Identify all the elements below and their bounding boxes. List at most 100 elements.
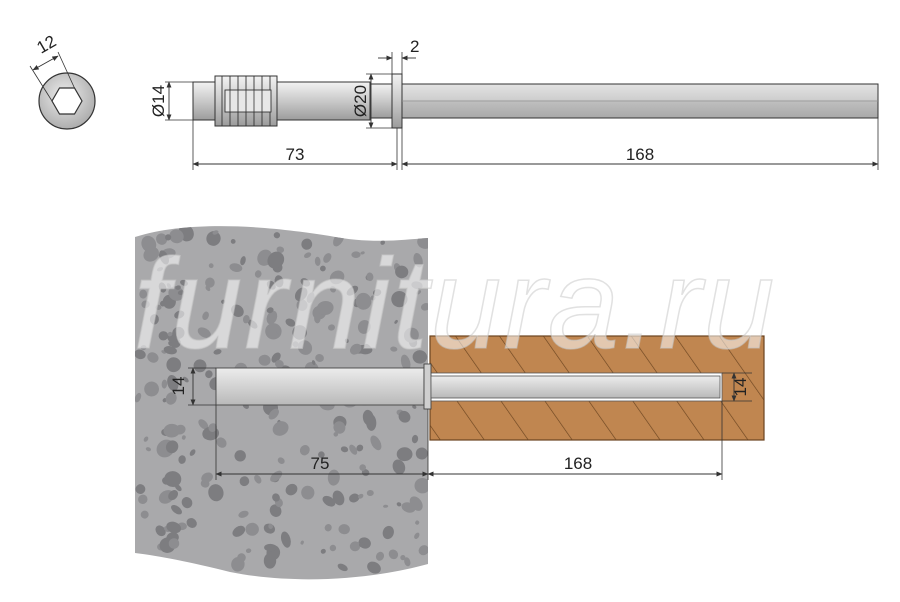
aggregate-spot xyxy=(316,300,334,316)
aggregate-spot xyxy=(158,331,169,341)
aggregate-spot xyxy=(245,548,252,554)
aggregate-spot xyxy=(403,327,419,343)
aggregate-spot xyxy=(367,561,381,574)
aggregate-spot xyxy=(135,349,146,360)
aggregate-spot xyxy=(165,440,179,454)
aggregate-spot xyxy=(346,285,359,296)
aggregate-spot xyxy=(201,472,213,483)
aggregate-spot xyxy=(359,542,365,548)
aggregate-spot xyxy=(178,455,186,464)
aggregate-spot xyxy=(168,490,179,501)
aggregate-spot xyxy=(337,563,348,572)
aggregate-spot xyxy=(268,408,279,420)
aggregate-spot xyxy=(269,504,282,517)
aggregate-spot xyxy=(254,270,262,278)
aggregate-spot xyxy=(396,447,413,462)
aggregate-spot xyxy=(274,275,284,288)
aggregate-spot xyxy=(147,352,159,363)
aggregate-spot xyxy=(135,392,142,403)
aggregate-spot xyxy=(245,522,259,536)
aggregate-spot xyxy=(275,359,284,369)
aggregate-spot xyxy=(202,311,209,321)
diameter-20-label: Ø20 xyxy=(351,85,370,117)
aggregate-spot xyxy=(140,510,149,519)
aggregate-spot xyxy=(231,304,244,317)
aggregate-spot xyxy=(338,524,350,535)
aggregate-spot xyxy=(292,341,299,348)
aggregate-spot xyxy=(164,471,182,487)
wall-hole-diameter-label: 14 xyxy=(169,377,188,396)
aggregate-spot xyxy=(171,504,182,515)
aggregate-spot xyxy=(208,263,214,269)
aggregate-spot xyxy=(359,464,367,471)
aggregate-spot xyxy=(139,289,148,299)
aggregate-spot xyxy=(320,265,326,272)
aggregate-spot xyxy=(400,554,406,561)
aggregate-spot xyxy=(175,285,181,290)
aggregate-spot xyxy=(301,238,313,250)
aggregate-spot xyxy=(329,270,345,285)
aggregate-spot xyxy=(145,447,152,452)
aggregate-spot xyxy=(143,436,149,442)
aggregate-spot xyxy=(138,494,148,504)
aggregate-spot xyxy=(304,252,312,259)
aggregate-spot xyxy=(266,307,274,314)
aggregate-spot xyxy=(380,240,385,245)
aggregate-spot xyxy=(306,292,315,303)
aggregate-spot xyxy=(166,521,182,534)
aggregate-spot xyxy=(375,551,385,561)
aggregate-spot xyxy=(322,495,336,507)
aggregate-spot xyxy=(141,300,150,309)
sleeve-tip xyxy=(192,81,216,121)
aggregate-spot xyxy=(320,548,326,554)
aggregate-spot xyxy=(370,295,376,301)
aggregate-spot xyxy=(266,310,278,325)
aggregate-spot xyxy=(300,278,311,287)
aggregate-spot xyxy=(388,549,399,560)
aggregate-spot xyxy=(272,421,289,436)
aggregate-spot xyxy=(366,272,374,282)
aggregate-spot xyxy=(197,327,211,338)
aggregate-spot xyxy=(358,493,364,499)
rod-length-label: 168 xyxy=(626,145,654,164)
aggregate-spot xyxy=(366,489,374,497)
aggregate-spot xyxy=(292,325,307,340)
aggregate-spot xyxy=(238,510,249,518)
aggregate-spot xyxy=(198,419,209,430)
aggregate-spot xyxy=(205,277,215,288)
aggregate-spot xyxy=(390,346,398,352)
aggregate-spot xyxy=(398,410,411,423)
sleeve-slot xyxy=(224,89,272,113)
aggregate-spot xyxy=(234,450,246,462)
aggregate-spot xyxy=(400,354,411,371)
aggregate-spot xyxy=(383,504,389,508)
aggregate-spot xyxy=(318,451,325,459)
aggregate-spot xyxy=(297,340,313,355)
aggregate-spot xyxy=(323,253,332,263)
aggregate-spot xyxy=(351,251,361,258)
aggregate-spot xyxy=(163,346,177,355)
aggregate-spot xyxy=(370,435,382,451)
aggregate-spot xyxy=(135,484,146,495)
aggregate-spot xyxy=(344,338,349,343)
aggregate-spot xyxy=(189,449,196,456)
aggregate-spot xyxy=(372,289,382,297)
aggregate-spot xyxy=(411,281,423,290)
aggregate-spot xyxy=(169,229,184,244)
aggregate-spot xyxy=(315,354,324,362)
aggregate-spot xyxy=(362,409,374,426)
hex-size-label: 12 xyxy=(34,32,60,58)
aggregate-spot xyxy=(311,360,316,366)
aggregate-spot xyxy=(264,543,277,552)
shelf-depth-label: 168 xyxy=(564,454,592,473)
aggregate-spot xyxy=(156,233,168,245)
aggregate-spot xyxy=(277,457,285,464)
installed-sleeve xyxy=(215,367,425,406)
aggregate-spot xyxy=(247,319,258,329)
aggregate-spot xyxy=(276,329,282,335)
aggregate-spot xyxy=(415,520,420,525)
aggregate-spot xyxy=(177,290,185,295)
aggregate-spot xyxy=(168,538,180,549)
